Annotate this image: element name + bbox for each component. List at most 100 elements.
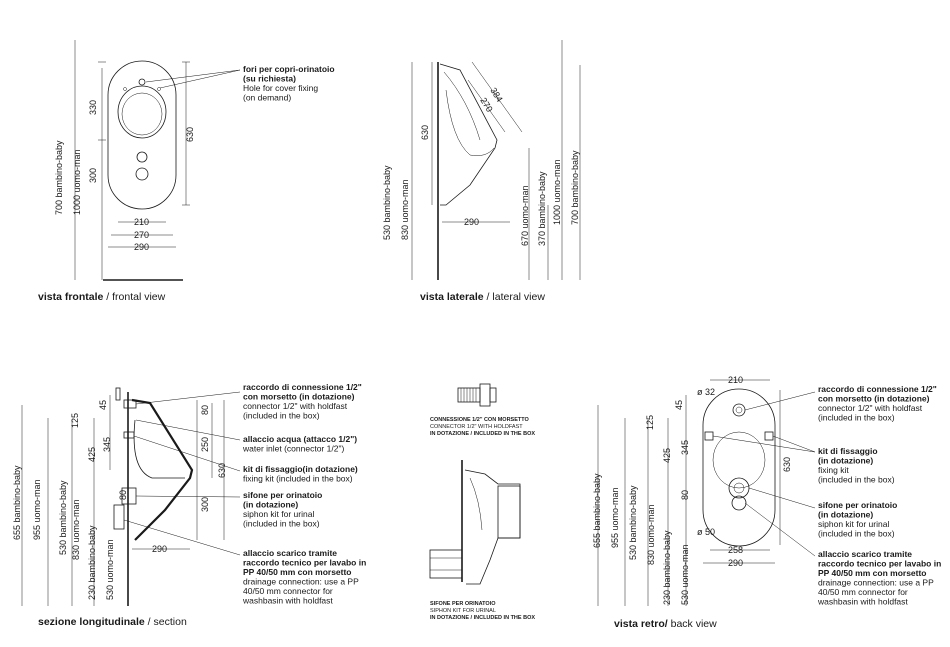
dim-250: 250 (200, 437, 210, 452)
dim-330: 330 (88, 100, 98, 115)
bowl-outline (712, 431, 766, 489)
leader (135, 495, 241, 498)
dim-phi50: ø 50 (697, 527, 715, 537)
dim-270: 270 (478, 96, 494, 114)
leader (159, 69, 241, 89)
leader (145, 69, 241, 83)
back-callout: (included in the box) (818, 529, 895, 539)
dim-700: 700 bambino-baby (570, 150, 580, 225)
dim-670: 670 uomo-man (520, 185, 530, 246)
dim-425: 425 (662, 448, 672, 463)
dim-630: 630 (420, 125, 430, 140)
dim-830: 830 uomo-man (71, 499, 81, 560)
dim-80-mid: 80 (118, 490, 128, 500)
leader (135, 391, 241, 405)
cover-hole-note: fori per copri-orinatoio (243, 64, 335, 74)
dim-370: 370 bambino-baby (537, 171, 547, 246)
front-note: fori per copri-orinatoio(su richiesta)Ho… (243, 64, 335, 103)
connector-caption: IN DOTAZIONE / INCLUDED IN THE BOX (430, 431, 535, 437)
section-callout: siphon kit for urinal (243, 509, 314, 519)
section-callout: washbasin with holdfast (242, 596, 333, 606)
section-callout: drainage connection: use a PP (243, 577, 359, 587)
section-caption: sezione longitudinale / section (38, 616, 187, 628)
dim-125: 125 (645, 415, 655, 430)
dim-830: 830 uomo-man (400, 179, 410, 240)
dim-700: 700 bambino-baby (54, 140, 64, 215)
dim-955: 955 uomo-man (32, 479, 42, 540)
siphon-caption: SIPHON KIT FOR URINAL (430, 608, 496, 614)
dim-630: 630 (217, 463, 227, 478)
section-callout: allaccio acqua (attacco 1/2") (243, 434, 357, 444)
back-callout: (included in the box) (818, 475, 895, 485)
dim-290: 290 (134, 242, 149, 252)
back-callout: fixing kit (818, 465, 849, 475)
dim-line (467, 79, 506, 133)
section-callout: sifone per orinatoio (243, 490, 322, 500)
dim-830: 830 uomo-man (646, 504, 656, 565)
back-callout: allaccio scarico tramite (818, 549, 912, 559)
fixing-left (704, 431, 714, 441)
back-labels: raccordo di connessione 1/2"con morsetto… (817, 384, 941, 607)
cover-hole-right (157, 87, 161, 91)
leader (712, 435, 816, 453)
dim-345: 345 (102, 437, 112, 452)
fixing-right (764, 431, 774, 441)
back-callout: (included in the box) (818, 413, 895, 423)
section-callout: PP 40/50 mm con morsetto (243, 567, 352, 577)
siphon-body (464, 469, 521, 585)
dim-210: 210 (134, 217, 149, 227)
dim-125: 125 (70, 413, 80, 428)
section-callout: raccordo tecnico per lavabo in (243, 558, 366, 568)
section-callout: 40/50 mm connector for (243, 586, 333, 596)
dim-630: 630 (782, 457, 792, 472)
dim-phi32: ø 32 (697, 387, 715, 397)
urinal-profile (439, 63, 498, 206)
dim-425: 425 (87, 447, 97, 462)
side-caption: vista laterale / lateral view (420, 291, 545, 303)
dim-1000: 1000 uomo-man (552, 159, 562, 225)
siphon-inlet (429, 549, 463, 579)
front-caption: vista frontale / frontal view (38, 291, 166, 303)
side-view: 384 270 530 bambino-baby 830 uomo-man 63… (382, 40, 581, 303)
urinal-outline (107, 60, 177, 210)
leader (772, 435, 816, 453)
dim-530b: 530 uomo-man (105, 539, 115, 600)
water-inlet-hole (138, 78, 146, 86)
dim-655: 655 bambino-baby (592, 473, 602, 548)
drain-pipe (113, 504, 125, 530)
section-callout: (included in the box) (243, 519, 320, 529)
siphon-outlet (497, 485, 521, 539)
back-callout: con morsetto (in dotazione) (818, 394, 930, 404)
water-connector (115, 387, 121, 401)
section-callout: raccordo di connessione 1/2" (243, 382, 362, 392)
dim-line (471, 61, 523, 133)
section-callout: allaccio scarico tramite (243, 548, 337, 558)
leader (744, 391, 816, 411)
dim-290: 290 (464, 217, 479, 227)
back-callout: raccordo di connessione 1/2" (818, 384, 937, 394)
section-callout: con morsetto (in dotazione) (243, 392, 355, 402)
section-callout: fixing kit (included in the box) (243, 474, 353, 484)
back-callout: (in dotazione) (818, 510, 873, 520)
cover-hole-left (123, 87, 127, 91)
dim-955: 955 uomo-man (610, 487, 620, 548)
front-view: 700 bambino-baby 1000 uomo-man 330 300 6… (38, 40, 335, 303)
siphon-cap (135, 167, 149, 181)
back-caption: vista retro/ back view (614, 618, 717, 630)
leader (123, 519, 241, 556)
dim-45: 45 (98, 400, 108, 410)
dim-80-top: 80 (200, 405, 210, 415)
drain-hole (136, 151, 148, 163)
dim-230: 230 bambino-baby (662, 530, 672, 605)
dim-258: 258 (728, 545, 743, 555)
connector-end (489, 387, 497, 403)
dim-45: 45 (674, 400, 684, 410)
section-callout: (in dotazione) (243, 500, 298, 510)
dim-345: 345 (680, 440, 690, 455)
dim-290: 290 (152, 544, 167, 554)
dim-270: 270 (134, 230, 149, 240)
inlet-hole (732, 403, 746, 417)
dim-290: 290 (728, 558, 743, 568)
